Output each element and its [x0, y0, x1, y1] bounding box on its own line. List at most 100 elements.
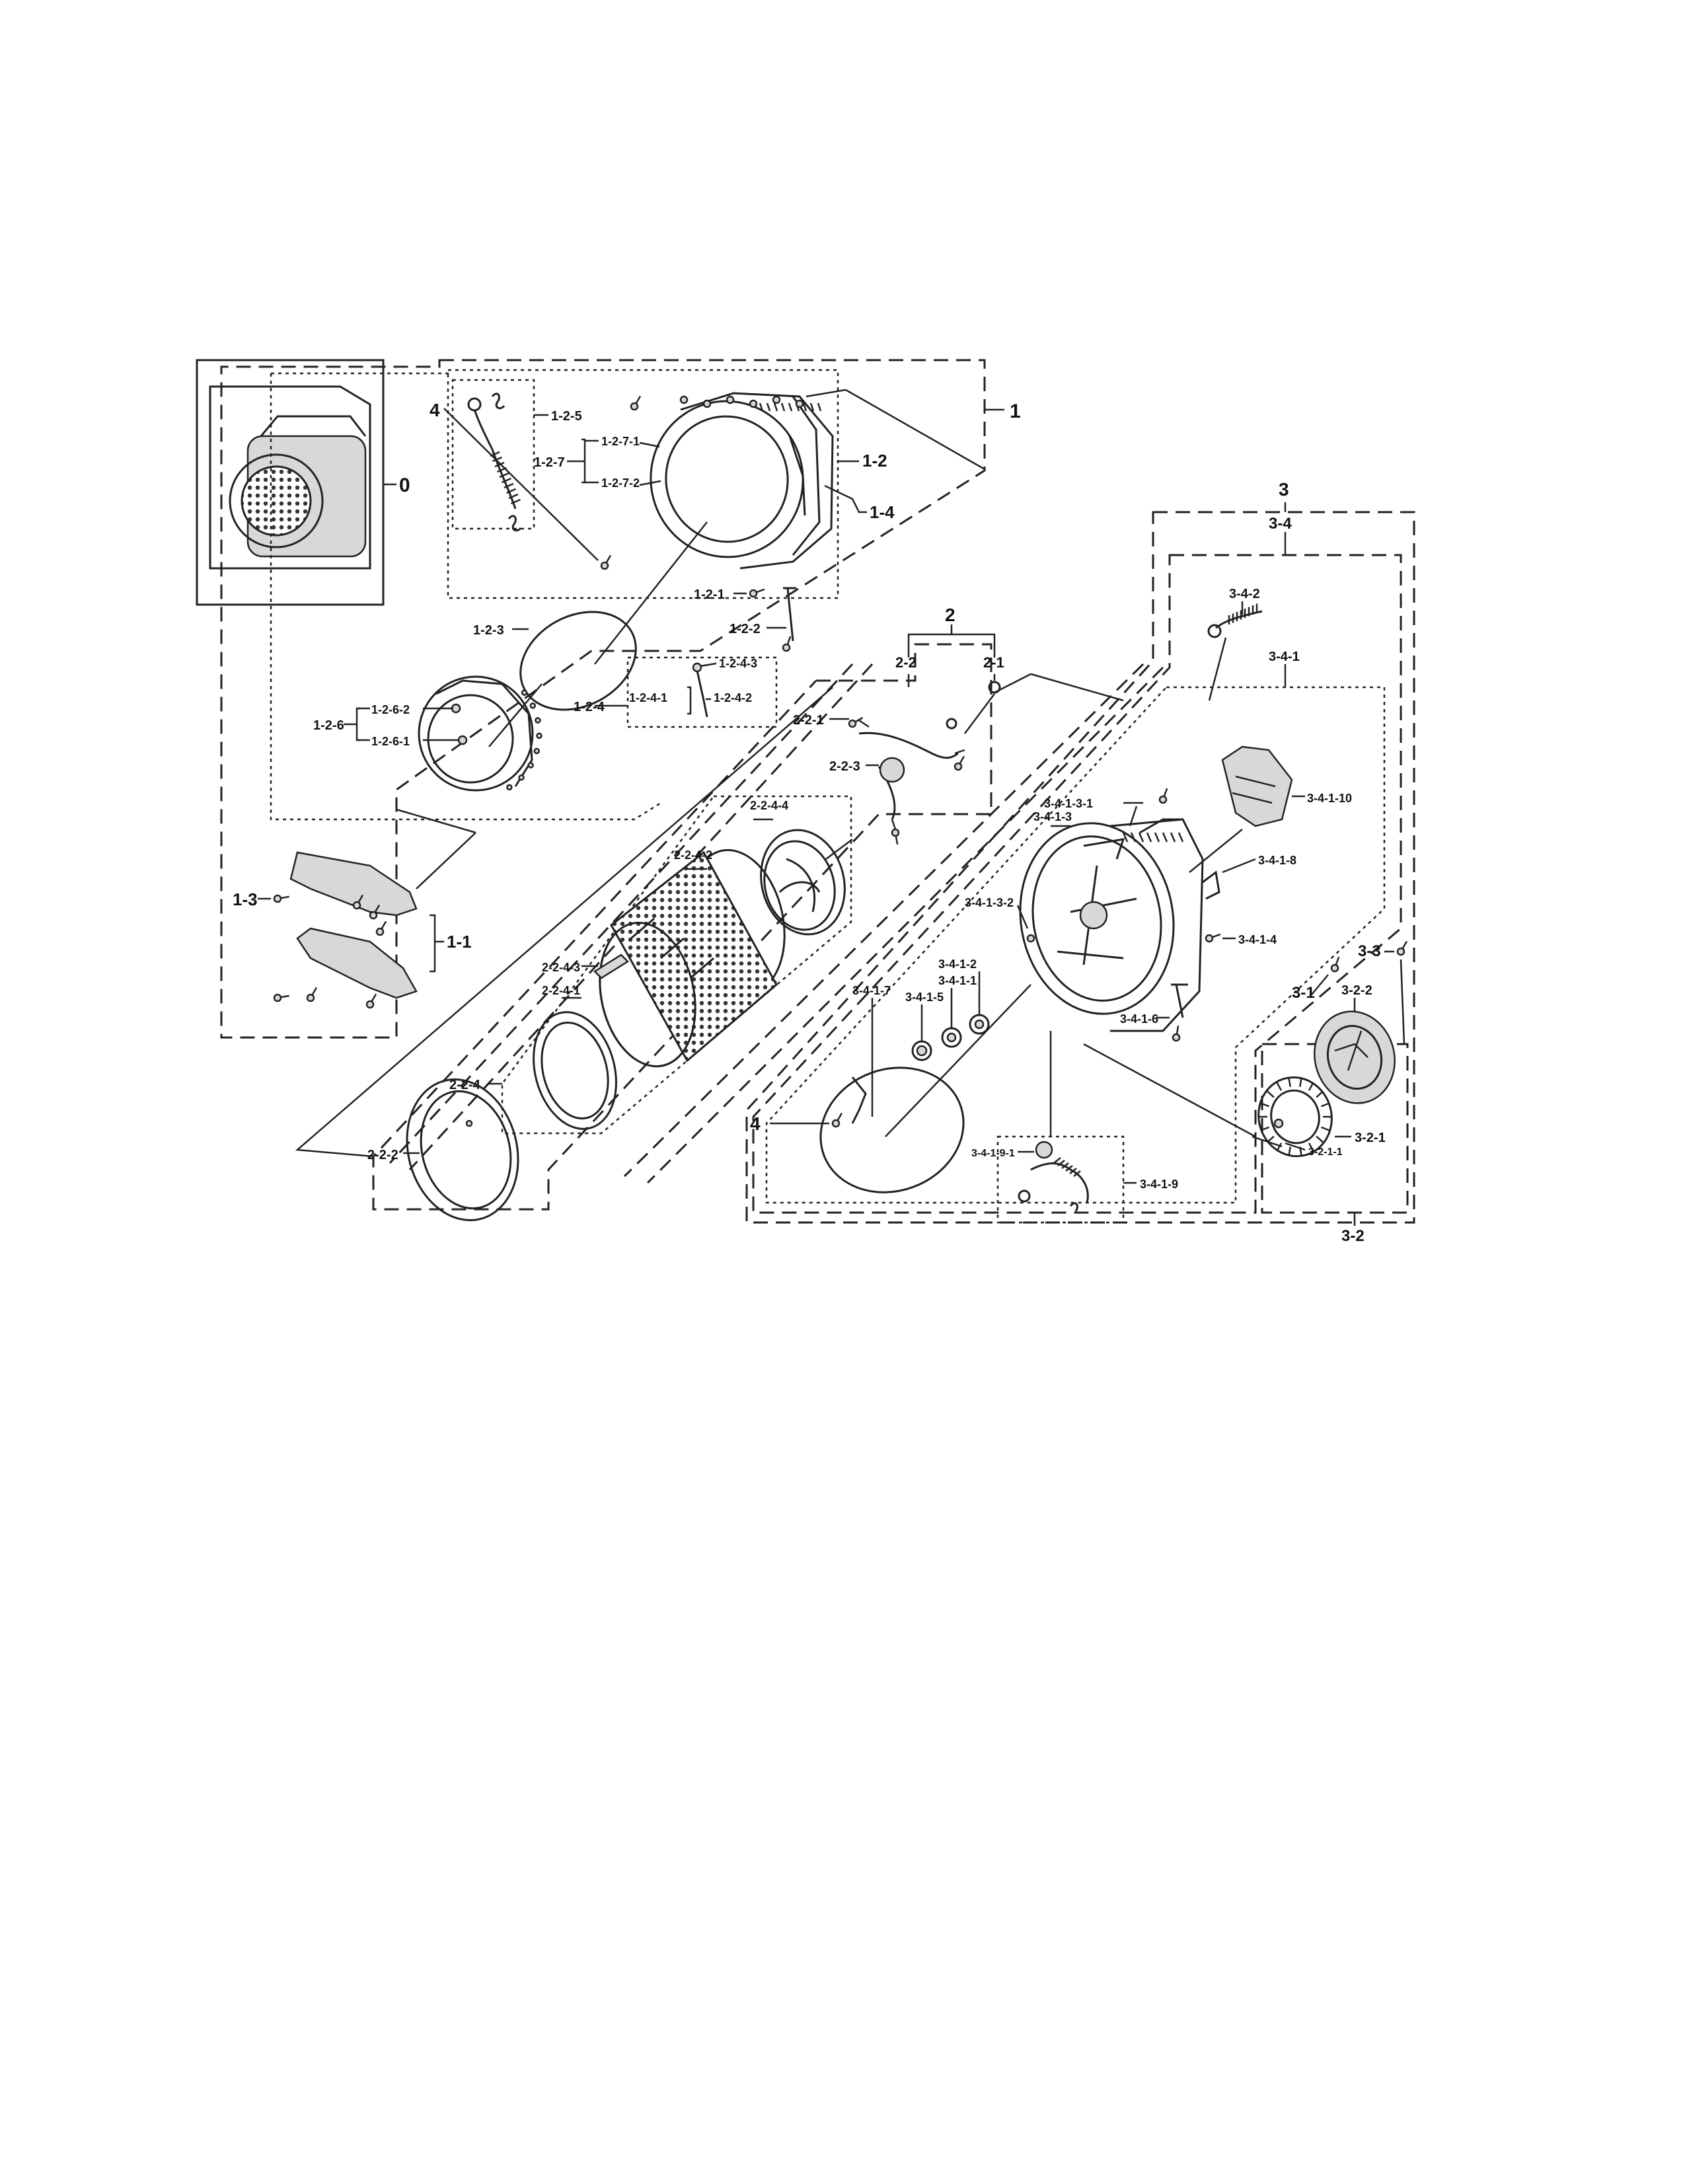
- screw-3-4-1-6: [1172, 1026, 1181, 1042]
- spring-coil-5: [502, 477, 511, 484]
- stator-tooth-11: [1267, 1090, 1275, 1098]
- screw-1-3-f: [365, 993, 377, 1009]
- drain-clip: [1069, 1202, 1078, 1212]
- front-tub-shell: [680, 392, 834, 570]
- spider-arm-top: [858, 732, 959, 759]
- callout-1-2-6: 1-2-6: [313, 718, 344, 733]
- callout-2: 2: [945, 605, 955, 625]
- tub-rib-2: [773, 402, 778, 412]
- callout-2-2-2: 2-2-2: [367, 1148, 398, 1162]
- leader-3-2-1-1: [1285, 1142, 1306, 1151]
- screw-1-3-d: [273, 993, 289, 1002]
- part-3-4-1-3-2: [1026, 934, 1035, 943]
- rear-tub-rib-5: [1162, 832, 1168, 843]
- balancer-stud-6: [518, 774, 525, 781]
- tub-rib-7: [809, 402, 815, 412]
- gasket-3-4-1-7: [819, 1067, 965, 1193]
- tub-side-fitting: [788, 435, 806, 516]
- callout-3: 3: [1279, 479, 1289, 500]
- drain-coil-2: [1061, 1162, 1069, 1169]
- screw-1-2-1: [749, 588, 765, 598]
- callout-3-2-2: 3-2-2: [1341, 983, 1372, 998]
- balancer-stud-1: [529, 702, 537, 709]
- balancer-stud-3: [536, 732, 543, 739]
- part-1-2-4-rod: [696, 670, 708, 718]
- screw-3-4-1-3-1: [1158, 788, 1168, 804]
- callout-3-4-1-9: 3-4-1-9: [1140, 1178, 1178, 1191]
- separator-2-to-3-b: [646, 666, 1164, 1184]
- spring-coil-9: [511, 498, 521, 505]
- callout-1: 1: [1010, 400, 1021, 422]
- part-3-4-1-10-grille: [1232, 775, 1276, 804]
- assembly-line-spider: [964, 693, 995, 734]
- screw-1-3-e: [306, 987, 318, 1002]
- callout-1-2-3: 1-2-3: [473, 623, 504, 638]
- bracket-1-1-upper: [289, 851, 418, 917]
- assembly-line-2-1: [994, 673, 1031, 694]
- callout-3-4-2: 3-4-2: [1229, 587, 1260, 601]
- callout-1-2: 1-2: [862, 451, 887, 471]
- stator-3-2-1-inner: [1270, 1089, 1320, 1145]
- separator-2-to-3-a: [623, 663, 1144, 1178]
- screw-3-1: [1330, 956, 1340, 973]
- rotor-3-2-2: [1314, 1010, 1396, 1104]
- screw-1-2-7-clamp: [630, 395, 642, 411]
- assembly-line-3-3: [1400, 959, 1405, 1045]
- leader-4-top: [443, 408, 599, 561]
- callout-2-2-4: 2-2-4: [449, 1078, 481, 1092]
- inset-frame: [196, 359, 385, 606]
- screw-3-3: [1396, 940, 1408, 956]
- rear-tub-inner: [1031, 835, 1162, 1002]
- part-3-4-1-8: [1202, 870, 1220, 900]
- stator-tooth-16: [1316, 1090, 1324, 1098]
- callout-3-4-1-6: 3-4-1-6: [1120, 1012, 1158, 1026]
- tub-rib-6: [802, 402, 807, 412]
- subassembly-1-2-7-boundary: [451, 379, 535, 530]
- callout-2-2-3: 2-2-3: [829, 759, 860, 774]
- callout-1-3: 1-3: [233, 889, 258, 909]
- callout-1-2-2: 1-2-2: [730, 622, 761, 636]
- assembly-line-3-4-1-7: [885, 984, 1031, 1137]
- tub-bolt-boss-1: [702, 399, 712, 408]
- tub-bolt-boss-0: [679, 395, 689, 404]
- callout-1-2-7: 1-2-7: [534, 455, 565, 470]
- inset-tub-top: [260, 415, 367, 437]
- callout-2-1: 2-1: [983, 654, 1004, 671]
- leader-3-2-1-1b: [1252, 1135, 1283, 1148]
- leader-3-4-1-3-1b: [1129, 806, 1138, 827]
- leader-to-clamp-1: [639, 441, 660, 448]
- balancer-bolt: [465, 1119, 473, 1127]
- front-tub-rim-edge: [792, 396, 821, 556]
- seal-3-4-1-5-core: [916, 1045, 928, 1057]
- callout-2-2-4-1: 2-2-4-1: [542, 984, 580, 997]
- assembly-line-1-2-6: [488, 683, 543, 747]
- tub-rib-4: [788, 402, 793, 412]
- callout-3-4: 3-4: [1269, 515, 1292, 533]
- part-3-2-1-1: [1273, 1118, 1284, 1129]
- hose-1-2-5-upper: [473, 409, 494, 450]
- assembly-line-3-2: [1083, 1043, 1256, 1138]
- callout-3-4-1-2: 3-4-1-2: [938, 958, 977, 971]
- drain-cap: [1018, 1189, 1031, 1203]
- callout-3-4-1-7: 3-4-1-7: [852, 984, 891, 997]
- tub-bolt-boss-4: [772, 395, 781, 404]
- group-2-boundary: [372, 643, 992, 1211]
- rear-tub-rib-0: [1122, 832, 1129, 843]
- callout-2-2-4-2: 2-2-4-2: [674, 848, 712, 862]
- callout-3-2-1: 3-2-1: [1355, 1131, 1386, 1145]
- front-tub-inner-ring: [665, 415, 789, 543]
- assembly-line-3-4-2: [1208, 637, 1227, 701]
- drum-lifter-2: [690, 957, 714, 979]
- drum-front-ring-2-2-4-1-inner: [541, 1021, 609, 1120]
- assembly-line-1-2a: [845, 389, 985, 471]
- callout-3-4-1-3-2: 3-4-1-3-2: [965, 896, 1014, 909]
- callout-3-2: 3-2: [1341, 1227, 1365, 1245]
- seal-3-4-1-1-core: [946, 1032, 957, 1043]
- front-ring-1-2-6-inner: [427, 694, 514, 784]
- callout-3-3: 3-3: [1358, 942, 1381, 960]
- callout-1-2-1: 1-2-1: [694, 587, 725, 602]
- separator-1-to-2-a: [389, 663, 854, 1164]
- assembly-line-1-2-3: [594, 521, 708, 665]
- callout-0: 0: [399, 474, 410, 496]
- tub-rib-0: [759, 402, 764, 412]
